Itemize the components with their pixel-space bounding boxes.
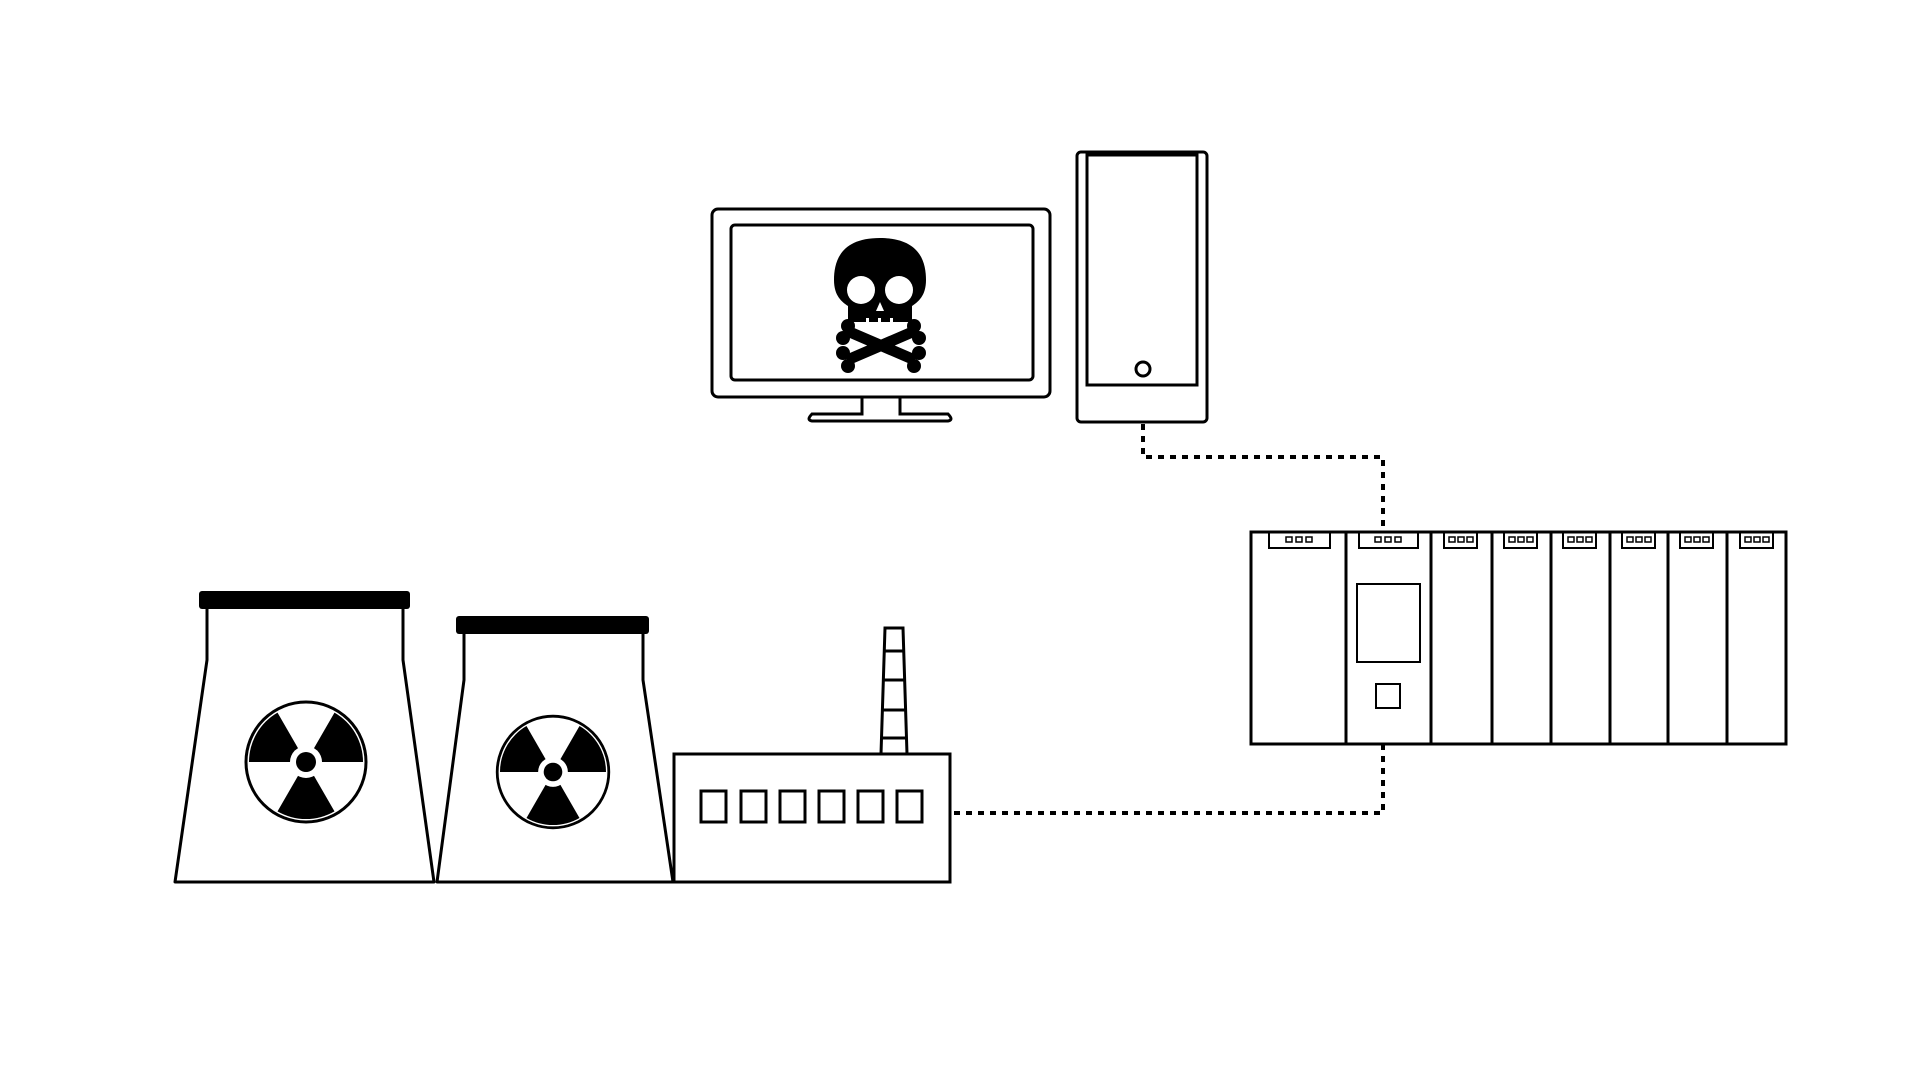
plc-display [1356, 583, 1421, 663]
plc-module-connectors [1268, 531, 1774, 549]
radiation-icon [495, 714, 611, 830]
power-plant-building [672, 626, 952, 884]
computer-tower [1075, 150, 1209, 424]
radiation-icon [244, 700, 368, 824]
skull-crossbones-icon [834, 238, 926, 373]
connection-plc-to-plant [952, 744, 1385, 815]
nuclear-cooling-tower-1 [173, 591, 436, 884]
chimney [879, 626, 909, 755]
plc-button [1375, 683, 1401, 709]
connection-tower-to-plc [1141, 424, 1385, 532]
plc-rack [1249, 530, 1788, 746]
plc-connector-pins [1285, 536, 1770, 543]
nuclear-cooling-tower-2 [435, 616, 675, 884]
infected-computer-monitor [710, 207, 1052, 423]
power-button-icon [1134, 360, 1152, 378]
building-windows [699, 789, 924, 824]
